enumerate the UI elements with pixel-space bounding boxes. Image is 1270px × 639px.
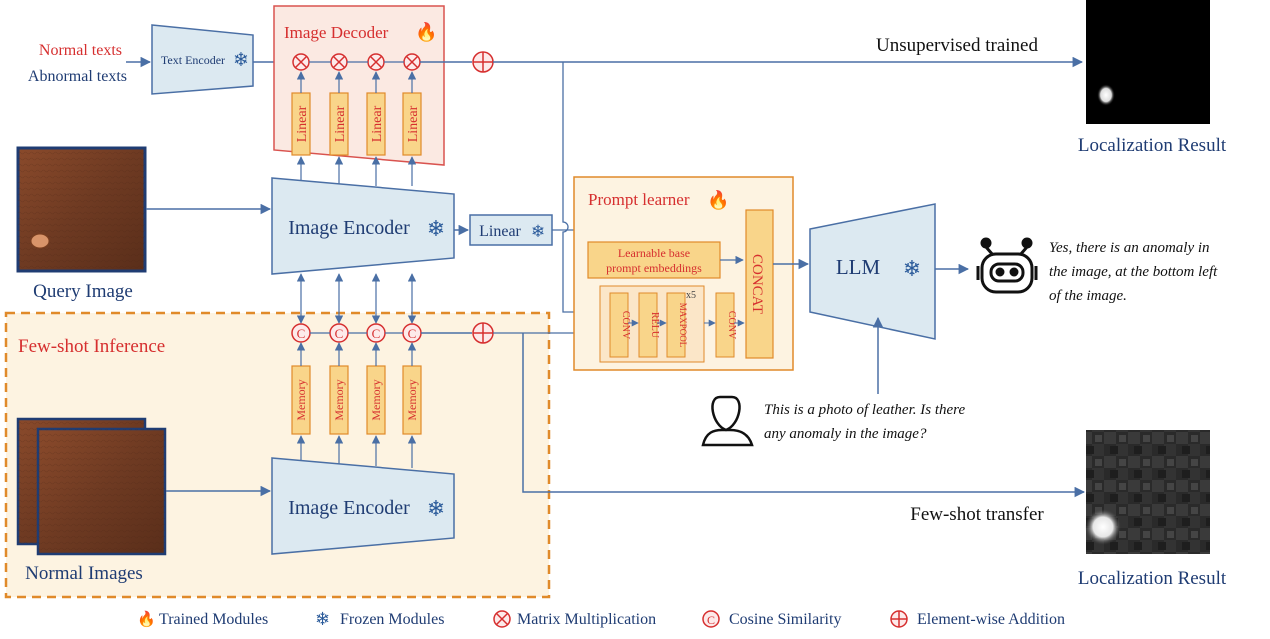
maxpool-label: MAXPOOL xyxy=(678,303,688,348)
decoder-columns: Linear Linear Linear Linear xyxy=(291,53,472,186)
abnormal-texts-label: Abnormal texts xyxy=(28,68,127,85)
memory-label: Memory xyxy=(294,379,308,420)
fire-icon: 🔥 xyxy=(707,189,729,210)
legend: 🔥 Trained Modules ❄ Frozen Modules Matri… xyxy=(137,609,1065,629)
snowflake-icon: ❄ xyxy=(427,216,445,241)
legend-cosine: Cosine Similarity xyxy=(729,611,841,628)
relu-label: RELU xyxy=(649,312,660,339)
svg-text:C: C xyxy=(335,326,344,341)
linear-label: Linear xyxy=(406,105,421,142)
localization-result-label-bottom: Localization Result xyxy=(1078,568,1227,589)
concat-label: CONCAT xyxy=(749,254,765,314)
svg-text:C: C xyxy=(297,326,306,341)
image-decoder-label: Image Decoder xyxy=(284,23,389,42)
normal-images-label: Normal Images xyxy=(25,563,143,584)
legend-addition: Element-wise Addition xyxy=(917,611,1065,628)
image-encoder-label: Image Encoder xyxy=(288,217,410,239)
addition-node-top xyxy=(472,51,494,73)
snowflake-icon: ❄ xyxy=(315,609,330,629)
llm xyxy=(809,203,936,340)
memory-label: Memory xyxy=(332,379,346,420)
fire-icon: 🔥 xyxy=(415,21,437,42)
relu-block xyxy=(638,292,658,358)
maxpool-block xyxy=(666,292,686,358)
unsupervised-label: Unsupervised trained xyxy=(876,35,1038,56)
snowflake-icon: ❄ xyxy=(531,222,545,241)
linear-label: Linear xyxy=(333,105,348,142)
image-encoder-bottom xyxy=(271,457,455,555)
user-icon xyxy=(701,395,754,447)
repeat-label: x5 xyxy=(686,290,696,301)
snowflake-icon: ❄ xyxy=(903,256,921,281)
text-encoder xyxy=(151,24,254,95)
image-encoder-label: Image Encoder xyxy=(288,497,410,519)
linear-frozen xyxy=(469,214,553,246)
prompt-learner-label: Prompt learner xyxy=(588,190,690,209)
memory-column: Memory Memory Memory Memory xyxy=(291,342,422,468)
normal-images xyxy=(16,417,167,556)
encoder-to-cosine xyxy=(296,273,417,324)
text-encoder-label: Text Encoder xyxy=(161,53,225,67)
linear-label: Linear xyxy=(370,105,385,142)
query-image-label: Query Image xyxy=(33,281,133,302)
answer-line-1: Yes, there is an anomaly in xyxy=(1049,240,1210,256)
linear-label: Linear xyxy=(295,105,310,142)
legend-frozen: Frozen Modules xyxy=(340,611,444,628)
learnable-label-2: prompt embeddings xyxy=(606,261,702,275)
linear-frozen-label: Linear xyxy=(479,223,521,240)
conv-block xyxy=(609,292,629,358)
image-encoder-top xyxy=(271,177,455,275)
legend-trained: Trained Modules xyxy=(159,611,268,628)
matmul-legend-icon xyxy=(493,610,511,628)
concat-block xyxy=(745,209,774,359)
svg-text:C: C xyxy=(707,613,715,627)
answer-line-3: of the image. xyxy=(1049,288,1127,304)
normal-texts-label: Normal texts xyxy=(39,42,122,59)
cosine-legend-icon xyxy=(702,610,720,628)
robot-icon xyxy=(976,237,1038,294)
conv-block xyxy=(715,292,735,358)
conv-label: CONV xyxy=(620,311,631,340)
matmul-node xyxy=(292,53,310,71)
svg-text:C: C xyxy=(408,326,417,341)
localization-result-label-top: Localization Result xyxy=(1078,135,1227,156)
conv-label: CONV xyxy=(726,311,737,340)
memory-label: Memory xyxy=(369,379,383,420)
fire-icon: 🔥 xyxy=(137,610,156,628)
few-shot-transfer-label: Few-shot transfer xyxy=(910,504,1044,525)
memory-label: Memory xyxy=(405,379,419,420)
legend-matmul: Matrix Multiplication xyxy=(517,611,656,628)
addition-legend-icon xyxy=(890,610,908,628)
question-line-1: This is a photo of leather. Is there xyxy=(764,402,965,418)
llm-label: LLM xyxy=(836,255,881,279)
few-shot-label: Few-shot Inference xyxy=(18,336,165,357)
matmul-node xyxy=(367,53,385,71)
matmul-node xyxy=(330,53,348,71)
matmul-node xyxy=(403,53,421,71)
image-decoder xyxy=(273,5,445,166)
snowflake-icon: ❄ xyxy=(233,50,249,71)
answer-line-2: the image, at the bottom left xyxy=(1049,264,1218,280)
cosine-nodes: C C C C xyxy=(291,323,472,343)
svg-text:C: C xyxy=(372,326,381,341)
learnable-label-1: Learnable base xyxy=(618,246,690,260)
addition-node-bottom xyxy=(472,322,494,344)
question-line-2: any anomaly in the image? xyxy=(764,426,927,442)
snowflake-icon: ❄ xyxy=(427,496,445,521)
